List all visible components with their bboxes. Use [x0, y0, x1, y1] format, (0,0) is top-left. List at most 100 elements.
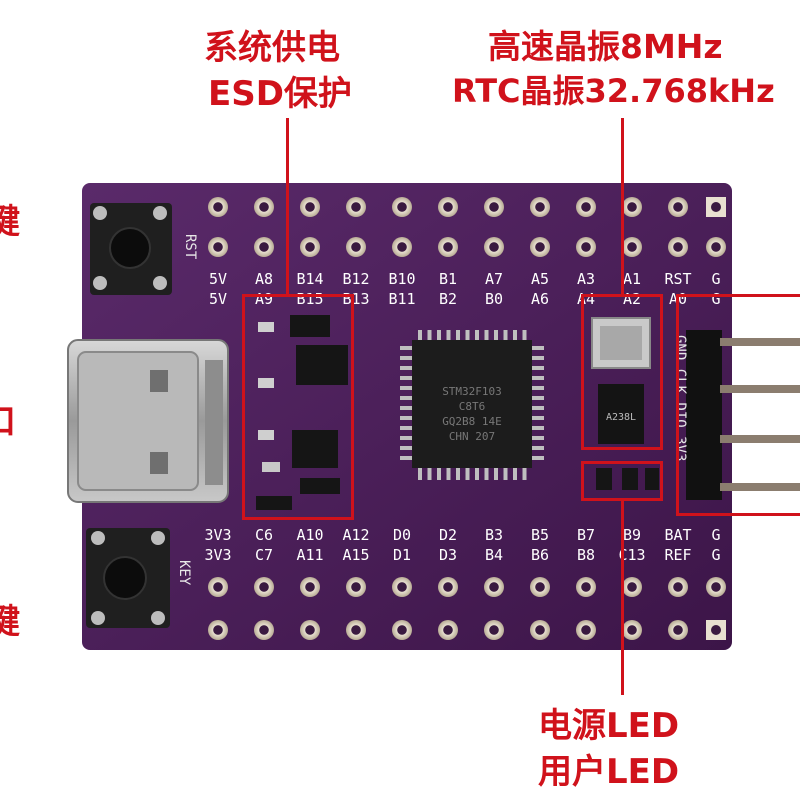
mcu-pin: [532, 396, 544, 400]
mcu-pin: [532, 436, 544, 440]
crystal-components: A238L: [591, 317, 651, 444]
mcu-pin: [446, 330, 451, 342]
pad: [254, 620, 274, 640]
top-pad-rows: [208, 197, 726, 257]
pad: [300, 237, 320, 257]
pin-label: A12: [342, 526, 369, 544]
pad: [438, 237, 458, 257]
pad: [668, 620, 688, 640]
mcu-pin: [532, 386, 544, 390]
mcu-pin: [400, 406, 412, 410]
pin-label: C7: [255, 546, 273, 564]
pad: [208, 577, 228, 597]
pin-label: 3V3: [204, 546, 231, 564]
mcu-pin: [532, 426, 544, 430]
pin-label: B6: [531, 546, 549, 564]
pin-label: 3V3: [204, 526, 231, 544]
led-box: [581, 461, 663, 501]
pin-label: B12: [342, 270, 369, 288]
key-silk-label: KEY: [176, 560, 192, 586]
pin-label: D3: [439, 546, 457, 564]
pin-label: A1: [623, 270, 641, 288]
mcu-pin: [465, 468, 470, 480]
pin-label: A5: [531, 270, 549, 288]
mcu-pin: [532, 376, 544, 380]
led-label-2: 用户LED: [538, 752, 680, 792]
pad: [576, 237, 596, 257]
left-partial-label-mid: 口: [0, 394, 16, 443]
mcu-pin: [503, 330, 508, 342]
pad: [254, 577, 274, 597]
mcu-pin: [503, 468, 508, 480]
mcu-pin: [400, 386, 412, 390]
mcu-pin: [532, 456, 544, 460]
pad-hole: [711, 202, 721, 212]
pad: [706, 577, 726, 597]
rst-button-component: [90, 203, 172, 295]
pin-label: B2: [439, 290, 457, 308]
mcu-pin: [400, 456, 412, 460]
pad: [622, 197, 642, 217]
pin-label: B14: [296, 270, 323, 288]
pin-label: B10: [388, 270, 415, 288]
mcu-pin: [400, 416, 412, 420]
pad: [530, 237, 550, 257]
mcu-pin: [427, 468, 432, 480]
pin-label: D0: [393, 526, 411, 544]
led-components: [596, 468, 659, 490]
svg-text:STM32F103: STM32F103: [442, 385, 502, 398]
pin-label: G: [711, 290, 720, 308]
mcu-pin: [494, 330, 498, 342]
pin-label: B8: [577, 546, 595, 564]
rst-silk-label: RST: [182, 234, 198, 260]
bottom-pad-rows: [208, 577, 726, 640]
pin-label: A10: [296, 526, 323, 544]
power-esd-components: [256, 315, 348, 510]
mcu-pin: [456, 330, 460, 342]
svg-text:GQ2B8 14E: GQ2B8 14E: [442, 415, 502, 428]
pin-label: B0: [485, 290, 503, 308]
pad: [392, 237, 412, 257]
swd-header: [686, 330, 800, 500]
pad: [484, 197, 504, 217]
mcu-pin: [513, 330, 517, 342]
left-partial-label-bottom: 键: [0, 602, 20, 642]
mcu-pin: [456, 468, 460, 480]
mcu-pin: [400, 376, 412, 380]
pad: [622, 237, 642, 257]
svg-text:A238L: A238L: [606, 412, 636, 423]
pad-hole: [711, 625, 721, 635]
pin-label: D1: [393, 546, 411, 564]
power-esd-box: [242, 294, 354, 520]
pad: [668, 237, 688, 257]
pad: [530, 577, 550, 597]
pad: [300, 620, 320, 640]
pin-label: C6: [255, 526, 273, 544]
pin-label: G: [711, 270, 720, 288]
pin-label: B1: [439, 270, 457, 288]
mcu-pin: [522, 468, 527, 480]
mcu-chip: STM32F103 C8T6 GQ2B8 14E CHN 207: [400, 330, 544, 480]
crystal-box: [581, 294, 663, 450]
mcu-pin: [532, 356, 544, 360]
pin-label: A11: [296, 546, 323, 564]
pad: [346, 237, 366, 257]
pad: [622, 577, 642, 597]
usb-c-connector: [67, 339, 229, 503]
crystal-label-1: 高速晶振8MHz: [488, 27, 723, 66]
pin-label: B3: [485, 526, 503, 544]
pin-label: REF: [664, 546, 691, 564]
mcu-pin: [400, 446, 412, 450]
pad: [254, 197, 274, 217]
crystal-leader: [621, 118, 624, 296]
left-partial-label-top: 键: [0, 202, 20, 242]
mcu-pin: [437, 330, 441, 342]
mcu-pin: [400, 436, 412, 440]
pin-label: BAT: [664, 526, 691, 544]
power-esd-label-1: 系统供电: [204, 28, 340, 68]
pad: [484, 237, 504, 257]
pad: [668, 577, 688, 597]
key-button-component: [86, 528, 170, 628]
mcu-pin: [484, 330, 489, 342]
